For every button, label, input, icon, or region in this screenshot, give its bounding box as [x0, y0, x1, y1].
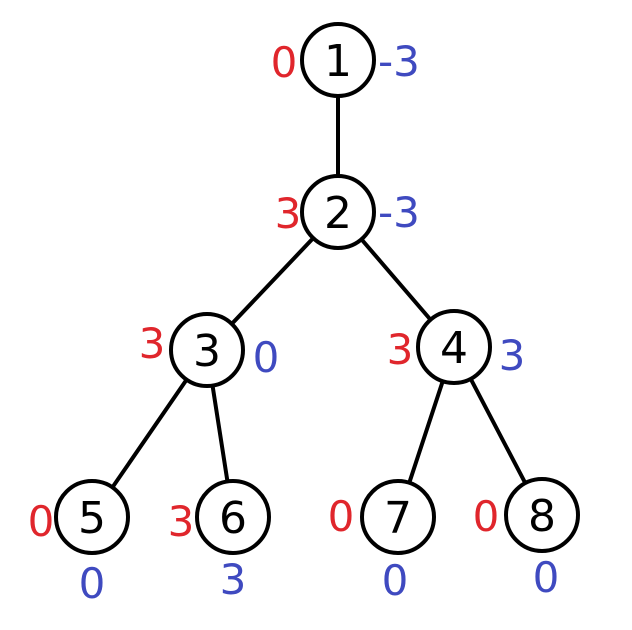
node-label: 2 [324, 188, 352, 239]
node-circle [169, 312, 245, 388]
node-label: 1 [324, 36, 352, 87]
right-value-node-3: 0 [253, 333, 280, 382]
left-value-node-5: 0 [28, 497, 55, 546]
right-value-node-5: 0 [79, 559, 106, 608]
node-label: 4 [440, 323, 468, 374]
node-circle [416, 309, 492, 385]
tree-node-5: 5 [54, 479, 130, 555]
right-value-node-1: -3 [378, 37, 420, 86]
right-value-node-8: 0 [533, 553, 560, 602]
tree-node-6: 6 [195, 479, 271, 555]
left-value-node-2: 3 [275, 189, 302, 238]
edges-layer [90, 58, 544, 519]
tree-node-1: 1 [300, 22, 376, 98]
tree-node-3: 3 [169, 312, 245, 388]
right-value-node-2: -3 [378, 188, 420, 237]
node-circle [300, 174, 376, 250]
left-value-node-1: 0 [271, 38, 298, 87]
node-label: 8 [528, 491, 556, 542]
tree-node-4: 4 [416, 309, 492, 385]
left-value-node-4: 3 [387, 325, 414, 374]
node-label: 7 [384, 493, 412, 544]
left-value-node-6: 3 [168, 497, 195, 546]
left-value-node-3: 3 [139, 319, 166, 368]
node-circle [195, 479, 271, 555]
tree-node-7: 7 [360, 479, 436, 555]
left-value-node-8: 0 [473, 492, 500, 541]
node-circle [300, 22, 376, 98]
left-value-node-7: 0 [328, 492, 355, 541]
right-value-node-6: 3 [220, 555, 247, 604]
node-circle [360, 479, 436, 555]
right-value-node-7: 0 [382, 556, 409, 605]
node-circle [54, 479, 130, 555]
right-value-node-4: 3 [499, 331, 526, 380]
node-circle [504, 477, 580, 553]
tree-node-2: 2 [300, 174, 376, 250]
node-label: 6 [219, 493, 247, 544]
node-label: 3 [193, 326, 221, 377]
node-label: 5 [78, 493, 106, 544]
tree-node-8: 8 [504, 477, 580, 553]
